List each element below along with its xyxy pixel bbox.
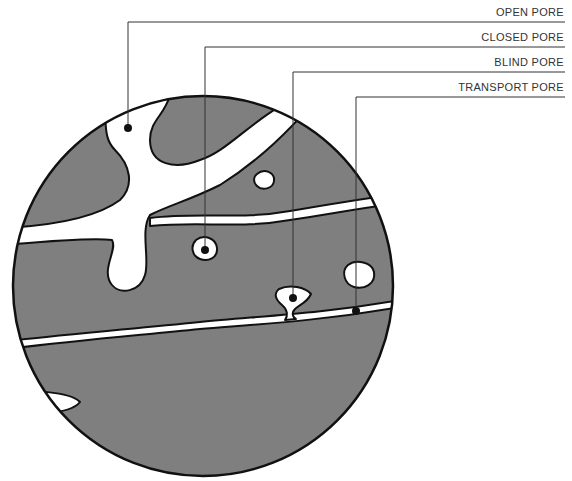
closed-pore-shape: [254, 171, 274, 189]
leader-dot: [289, 294, 297, 302]
leader-line: [293, 72, 565, 298]
leader-dots: [124, 124, 360, 315]
leader-dot: [124, 124, 132, 132]
section-outline: [13, 96, 393, 476]
upper-channel: [150, 194, 400, 226]
pore-label: TRANSPORT PORE: [458, 81, 564, 94]
edge-pore-shape: [0, 391, 80, 413]
transport-channel: [0, 300, 400, 350]
leader-dot: [352, 307, 360, 315]
leader-line: [205, 47, 565, 250]
pore-label: BLIND PORE: [494, 56, 564, 69]
open-pore-shape: [5, 95, 320, 291]
pore-label: OPEN PORE: [496, 6, 564, 19]
leader-dot: [201, 246, 209, 254]
leader-lines: [128, 22, 565, 311]
closed-pore-shape: [344, 262, 374, 288]
pore-label: CLOSED PORE: [481, 31, 564, 44]
leader-line: [356, 97, 565, 311]
leader-line: [128, 22, 565, 128]
